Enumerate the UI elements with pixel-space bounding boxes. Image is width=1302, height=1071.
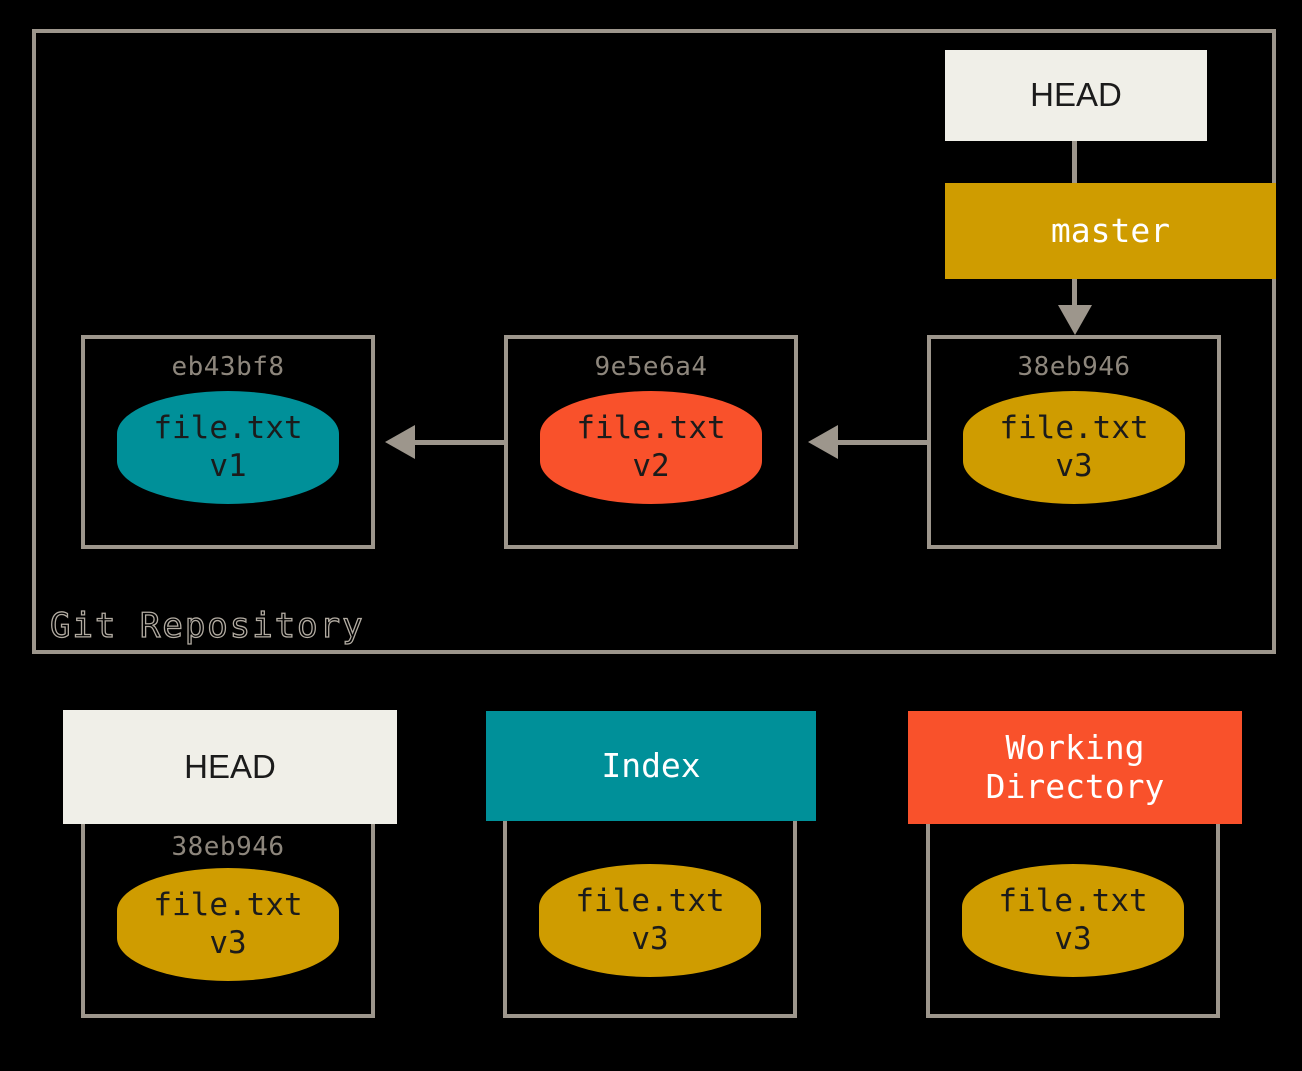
- area-file-version-working-directory: v3: [1054, 920, 1092, 957]
- commit-file-name-2: file.txt: [576, 410, 726, 447]
- commit-file-version-3: v3: [1055, 447, 1093, 484]
- head-pointer-label: HEAD: [1030, 76, 1122, 114]
- area-hash-head: 38eb946: [171, 832, 285, 862]
- master-branch-box[interactable]: master: [945, 183, 1276, 279]
- commit-file-version-2: v2: [632, 447, 670, 484]
- commit3-to-commit2-arrowhead: [808, 425, 838, 459]
- area-file-name-head: file.txt: [153, 887, 303, 924]
- area-container-head[interactable]: 38eb946 file.txt v3: [81, 760, 375, 1018]
- area-header-head[interactable]: HEAD: [63, 710, 397, 824]
- area-header-working-directory[interactable]: Working Directory: [908, 711, 1242, 824]
- commit-box-3[interactable]: 38eb946 file.txt v3: [927, 335, 1221, 549]
- area-blob-working-directory: file.txt v3: [962, 864, 1184, 977]
- head-to-master-connector: [1072, 141, 1077, 183]
- commit2-to-commit1-line: [415, 440, 507, 445]
- area-container-working-directory[interactable]: file.txt v3: [926, 760, 1220, 1018]
- area-header-label-working-directory-line1: Working: [1005, 727, 1145, 767]
- area-container-index[interactable]: file.txt v3: [503, 760, 797, 1018]
- commit-file-name-3: file.txt: [999, 410, 1149, 447]
- master-to-commit-arrowhead: [1058, 305, 1092, 335]
- commit-box-2[interactable]: 9e5e6a4 file.txt v2: [504, 335, 798, 549]
- commit-blob-2: file.txt v2: [540, 391, 762, 504]
- area-file-version-head: v3: [209, 924, 247, 961]
- area-file-name-index: file.txt: [575, 883, 725, 920]
- area-header-label-working-directory-line2: Directory: [985, 766, 1165, 806]
- head-pointer-box[interactable]: HEAD: [945, 50, 1207, 141]
- area-file-version-index: v3: [631, 920, 669, 957]
- master-branch-label: master: [1050, 210, 1171, 250]
- commit-file-name-1: file.txt: [153, 410, 303, 447]
- area-header-index[interactable]: Index: [486, 711, 816, 821]
- commit-hash-1: eb43bf8: [171, 352, 285, 382]
- commit-blob-3: file.txt v3: [963, 391, 1185, 504]
- commit2-to-commit1-arrowhead: [385, 425, 415, 459]
- area-blob-head: file.txt v3: [117, 868, 339, 981]
- git-repository-label: Git Repository: [49, 605, 365, 646]
- commit3-to-commit2-line: [838, 440, 930, 445]
- area-blob-index: file.txt v3: [539, 864, 761, 977]
- git-repository-frame: [32, 29, 1276, 654]
- area-header-label-index: Index: [601, 745, 701, 785]
- commit-file-version-1: v1: [209, 447, 247, 484]
- commit-box-1[interactable]: eb43bf8 file.txt v1: [81, 335, 375, 549]
- area-header-label-head: HEAD: [184, 747, 276, 785]
- master-to-commit-connector: [1072, 279, 1077, 309]
- commit-hash-2: 9e5e6a4: [594, 352, 708, 382]
- commit-hash-3: 38eb946: [1017, 352, 1131, 382]
- area-file-name-working-directory: file.txt: [998, 883, 1148, 920]
- commit-blob-1: file.txt v1: [117, 391, 339, 504]
